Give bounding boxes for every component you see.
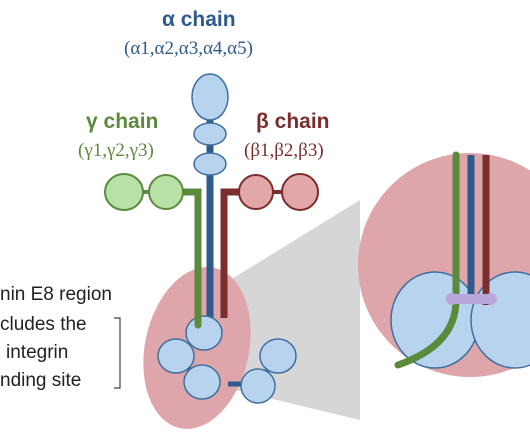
lg-domain-4 (240, 368, 276, 404)
beta-domain-2 (281, 173, 319, 211)
beta-chain-subunits: (β1,β2,β3) (244, 140, 324, 161)
e8-label-line-1: nin E8 region (0, 284, 112, 305)
e8-label-line-4: nding site (0, 370, 82, 391)
lg-domain-3 (183, 364, 221, 400)
lg-domain-5 (259, 338, 297, 374)
magnified-view (390, 151, 530, 369)
alpha-chain-title: α chain (162, 8, 236, 31)
lg-domain-1 (185, 315, 223, 351)
gamma-domain-2 (148, 174, 184, 210)
gamma-chain-title: γ chain (86, 110, 159, 133)
e8-label-line-3: integrin (6, 342, 69, 363)
alpha-domain-1 (191, 73, 229, 121)
e8-label-line-2: cludes the (0, 314, 87, 335)
gamma-domain-1 (104, 173, 144, 211)
beta-domain-1 (238, 174, 274, 210)
e8-label-bracket (114, 317, 121, 389)
lg-domain-2 (157, 338, 195, 374)
beta-chain-title: β chain (256, 110, 330, 133)
gamma-chain-subunits: (γ1,γ2,γ3) (78, 140, 154, 161)
integrin-binding-site (450, 294, 494, 304)
alpha-domain-2 (193, 122, 227, 146)
alpha-chain-subunits: (α1,α2,α3,α4,α5) (124, 38, 253, 59)
alpha-domain-3 (193, 152, 227, 176)
